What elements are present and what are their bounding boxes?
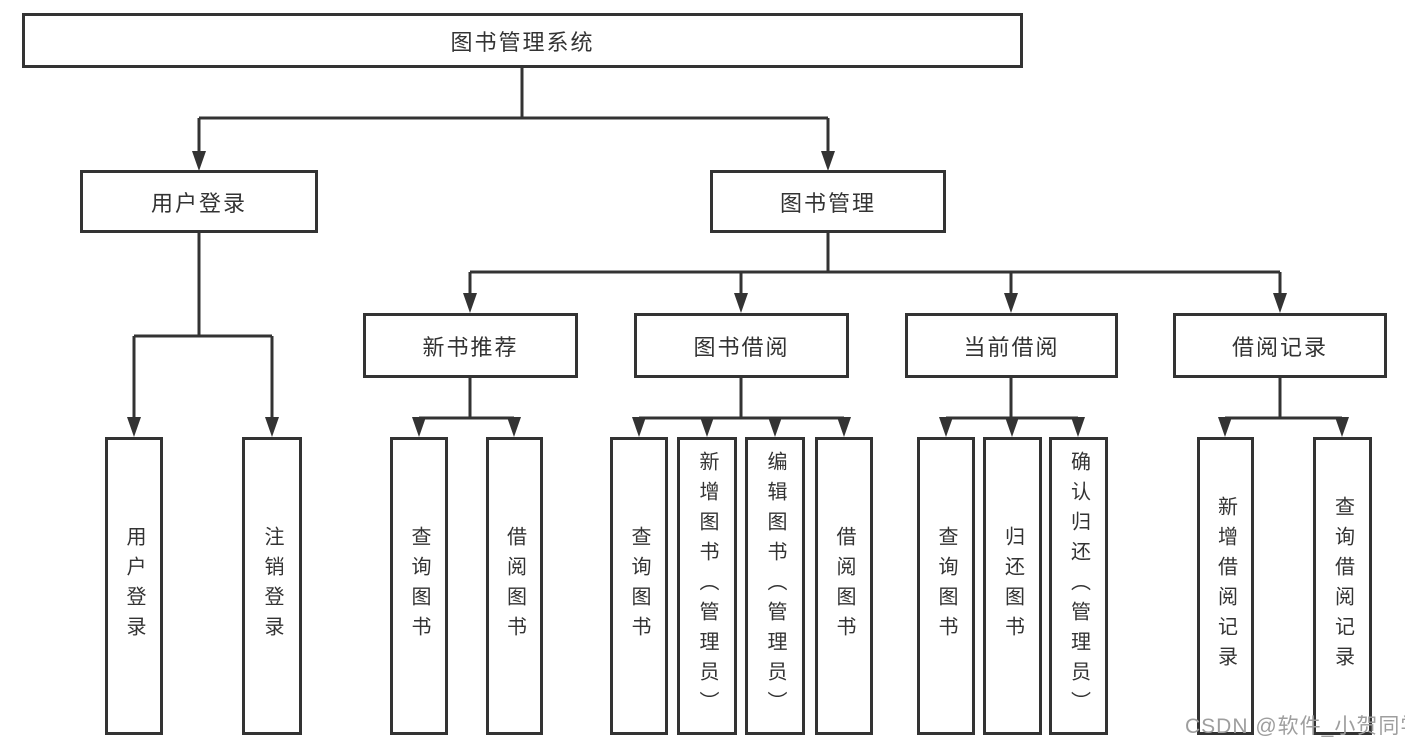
node-user-login: 用户登录 [80, 170, 318, 233]
leaf-borrowing-edit-books-admin: 编辑图书（管理员） [745, 437, 805, 735]
arrow-icon [1273, 293, 1287, 313]
arrow-icon [1004, 293, 1018, 313]
node-label: 图书管理系统 [450, 29, 595, 55]
arrow-icon [632, 417, 646, 437]
arrow-icon [507, 417, 521, 437]
node-label: 查询借阅记录 [1331, 496, 1354, 676]
node-library-management-system: 图书管理系统 [22, 13, 1023, 68]
node-new-book-recommend: 新书推荐 [363, 313, 578, 378]
node-current-borrowing: 当前借阅 [905, 313, 1118, 378]
arrow-icon [768, 417, 782, 437]
arrow-icon [700, 417, 714, 437]
arrow-icon [1335, 417, 1349, 437]
connector-recommend-to-leaves [417, 378, 516, 420]
arrow-icon [821, 151, 835, 171]
node-label: 图书管理 [779, 190, 876, 216]
arrow-icon [939, 417, 953, 437]
node-label: 注销登录 [261, 526, 283, 646]
connector-current-to-leaves [944, 378, 1080, 420]
node-label: 查询图书 [935, 526, 957, 646]
node-label: 确认归还（管理员） [1067, 451, 1090, 721]
node-label: 新书推荐 [422, 334, 519, 360]
node-label: 归还图书 [1001, 526, 1024, 646]
leaf-borrowing-borrow-books: 借阅图书 [815, 437, 873, 735]
connector-mgmt-to-level3 [468, 233, 1282, 295]
leaf-records-query-record: 查询借阅记录 [1313, 437, 1372, 735]
csdn-watermark: CSDN @软件_小贺同学 [1185, 715, 1405, 738]
node-label: 图书借阅 [693, 334, 790, 360]
arrow-icon [734, 293, 748, 313]
arrow-icon [1005, 417, 1019, 437]
node-label: 当前借阅 [963, 334, 1060, 360]
connector-records-to-leaves [1223, 378, 1344, 420]
connector-root-to-level2 [197, 68, 830, 153]
leaf-current-return-books: 归还图书 [983, 437, 1042, 735]
arrow-icon [192, 151, 206, 171]
node-book-management: 图书管理 [710, 170, 946, 233]
node-borrowing-records: 借阅记录 [1173, 313, 1387, 378]
node-label: 用户登录 [123, 526, 145, 646]
connector-borrowing-to-leaves [637, 378, 846, 420]
arrow-icon [1071, 417, 1085, 437]
arrow-icon [412, 417, 426, 437]
arrow-icon [1218, 417, 1232, 437]
node-label: 用户登录 [150, 190, 247, 216]
node-label: 借阅图书 [833, 526, 855, 646]
node-label: 查询图书 [408, 526, 430, 646]
leaf-current-confirm-return-admin: 确认归还（管理员） [1049, 437, 1108, 735]
arrow-icon [265, 417, 279, 437]
leaf-recommend-borrow-books: 借阅图书 [486, 437, 543, 735]
leaf-logout: 注销登录 [242, 437, 302, 735]
node-label: 借阅图书 [503, 526, 526, 646]
arrow-icon [127, 417, 141, 437]
leaf-user-login: 用户登录 [105, 437, 163, 735]
arrowheads [127, 151, 1349, 437]
leaf-recommend-query-books: 查询图书 [390, 437, 448, 735]
node-label: 新增借阅记录 [1214, 496, 1237, 676]
node-label: 新增图书（管理员） [696, 451, 718, 721]
leaf-borrowing-query-books: 查询图书 [610, 437, 668, 735]
leaf-records-add-record: 新增借阅记录 [1197, 437, 1254, 735]
node-label: 编辑图书（管理员） [764, 451, 786, 721]
node-label: 借阅记录 [1231, 334, 1328, 360]
arrow-icon [837, 417, 851, 437]
leaf-borrowing-add-books-admin: 新增图书（管理员） [677, 437, 737, 735]
node-label: 查询图书 [628, 526, 650, 646]
leaf-current-query-books: 查询图书 [917, 437, 975, 735]
connector-login-to-leaves [132, 233, 274, 419]
node-book-borrowing: 图书借阅 [634, 313, 849, 378]
arrow-icon [463, 293, 477, 313]
